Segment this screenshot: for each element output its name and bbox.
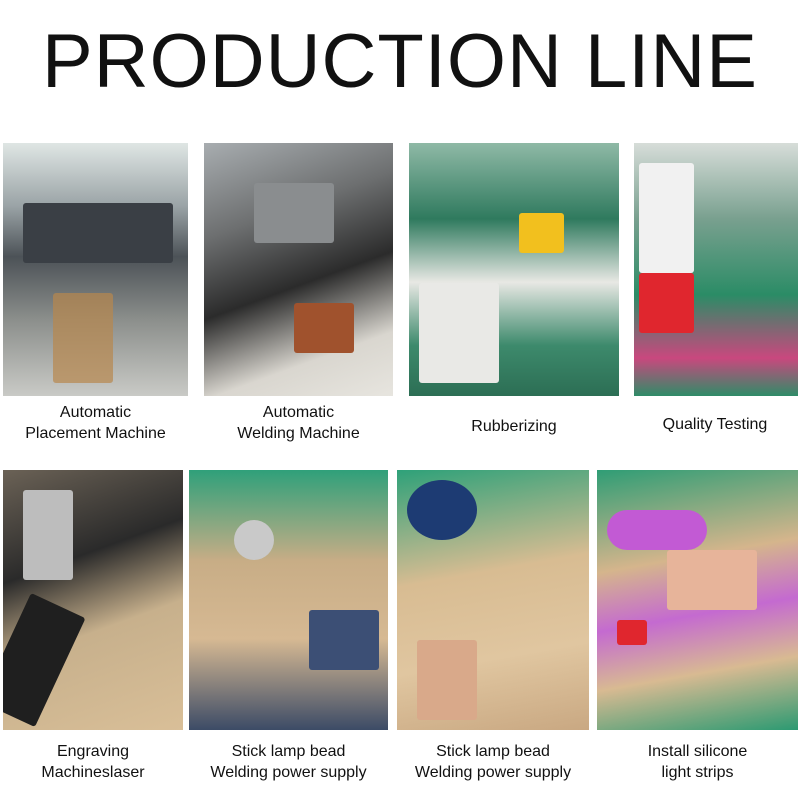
caption-line: Quality Testing	[662, 416, 768, 433]
caption-line: Welding Machine	[237, 425, 360, 442]
caption-line: Placement Machine	[25, 425, 166, 442]
caption-line: Install silicone	[647, 743, 748, 760]
caption-line: light strips	[661, 764, 734, 781]
photo-install-silicone-strips	[597, 470, 798, 730]
photo-rubberizing	[409, 143, 619, 396]
page-title: PRODUCTION LINE	[42, 19, 758, 104]
caption-automatic-placement-machine: Automatic Placement Machine	[3, 402, 188, 444]
photo-quality-testing	[634, 143, 798, 396]
photo-stick-lamp-bead-1	[189, 470, 388, 730]
caption-line: Stick lamp bead	[231, 743, 346, 760]
caption-line: Rubberizing	[471, 418, 557, 435]
caption-stick-lamp-bead-2: Stick lamp bead Welding power supply	[392, 741, 594, 783]
caption-automatic-welding-machine: Automatic Welding Machine	[204, 402, 393, 444]
caption-line: Automatic	[262, 404, 335, 421]
caption-line: Stick lamp bead	[436, 743, 550, 760]
photo-automatic-placement-machine	[3, 143, 188, 396]
photo-automatic-welding-machine	[204, 143, 393, 396]
caption-line: Automatic	[59, 404, 132, 421]
caption-stick-lamp-bead-1: Stick lamp bead Welding power supply	[189, 741, 388, 783]
caption-line: Welding power supply	[414, 764, 572, 781]
caption-engraving: Engraving Machineslaser	[3, 741, 183, 783]
caption-quality-testing: Quality Testing	[625, 414, 800, 435]
photo-stick-lamp-bead-2	[397, 470, 589, 730]
caption-rubberizing: Rubberizing	[409, 416, 619, 437]
caption-line: Welding power supply	[210, 764, 367, 781]
caption-install-silicone-strips: Install silicone light strips	[597, 741, 798, 783]
caption-line: Engraving	[56, 743, 130, 760]
photo-engraving	[3, 470, 183, 730]
caption-line: Machineslaser	[41, 764, 145, 781]
